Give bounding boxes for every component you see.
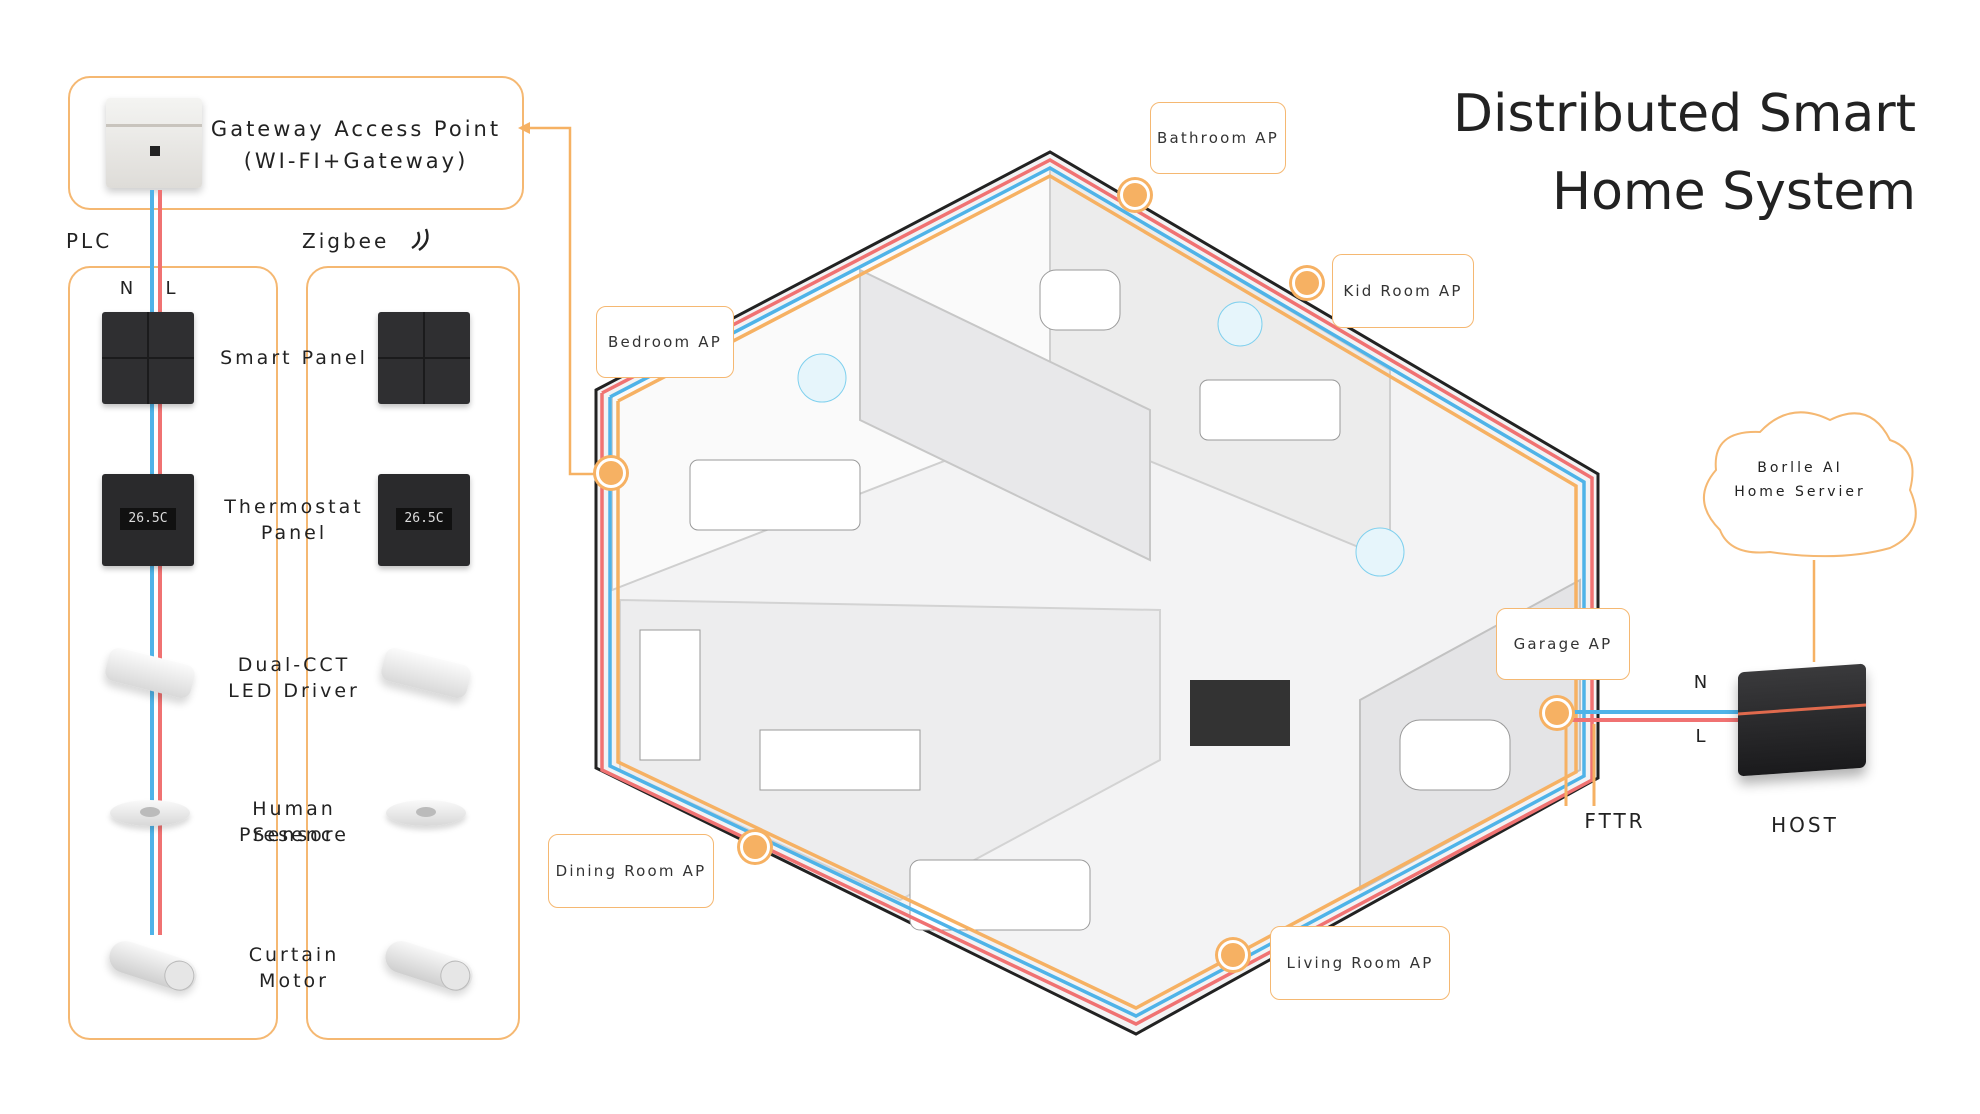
curtain-label-line1: Curtain xyxy=(248,944,340,966)
smart-panel-zigbee xyxy=(378,312,470,404)
thermostat-label-line1: Thermostat xyxy=(224,496,364,518)
presence-label-line1: Human Presence xyxy=(239,798,349,846)
host-n-label: N xyxy=(1693,672,1711,693)
thermostat-display: 26.5C xyxy=(396,508,452,530)
thermostat-zigbee: 26.5C xyxy=(378,474,470,566)
plc-label: PLC xyxy=(66,229,113,253)
smart-panel-label: Smart Panel xyxy=(220,347,368,369)
ap-dot-bedroom xyxy=(596,458,626,488)
n-label: N xyxy=(119,278,137,299)
tag-living-room-ap: Living Room AP xyxy=(1270,926,1450,1000)
ap-dot-garage xyxy=(1542,698,1572,728)
ap-dot-bathroom xyxy=(1120,180,1150,210)
cloud-label-line1: Borlle AI xyxy=(1757,460,1843,476)
presence-sensor-plc xyxy=(110,800,190,826)
tag-dining-room-ap: Dining Room AP xyxy=(548,834,714,908)
host-l-label: L xyxy=(1695,726,1709,747)
title-line2: Home System xyxy=(1552,162,1916,222)
tag-garage-ap: Garage AP xyxy=(1496,608,1630,680)
tag-kid-room-ap: Kid Room AP xyxy=(1332,254,1474,328)
gateway-label-line2: (WI-FI+Gateway) xyxy=(243,149,469,173)
presence-label-line2: Sensor xyxy=(252,824,336,846)
title-line1: Distributed Smart xyxy=(1453,84,1916,144)
zigbee-signal-icon xyxy=(411,228,429,251)
fttr-label: FTTR xyxy=(1584,809,1646,833)
ap-dot-dining xyxy=(740,832,770,862)
tag-bedroom-ap: Bedroom AP xyxy=(596,306,734,378)
ap-dot-kidroom xyxy=(1292,268,1322,298)
thermostat-plc: 26.5C xyxy=(102,474,194,566)
cloud-label-line2: Home Servier xyxy=(1734,484,1866,500)
driver-label-line2: LED Driver xyxy=(228,680,360,702)
gateway-label-line1: Gateway Access Point xyxy=(210,117,502,141)
curtain-label-line2: Motor xyxy=(259,970,329,992)
thermostat-display: 26.5C xyxy=(120,508,176,530)
presence-sensor-zigbee xyxy=(386,800,466,826)
l-label: L xyxy=(165,278,179,299)
host-label: HOST xyxy=(1771,813,1839,837)
host-device xyxy=(1738,663,1866,777)
gateway-device xyxy=(106,98,202,188)
smart-panel-plc xyxy=(102,312,194,404)
driver-label-line1: Dual-CCT xyxy=(237,654,351,676)
thermostat-label-line2: Panel xyxy=(260,522,328,544)
ap-dot-living xyxy=(1218,940,1248,970)
tag-bathroom-ap: Bathroom AP xyxy=(1150,102,1286,174)
zigbee-label: Zigbee xyxy=(302,229,390,253)
